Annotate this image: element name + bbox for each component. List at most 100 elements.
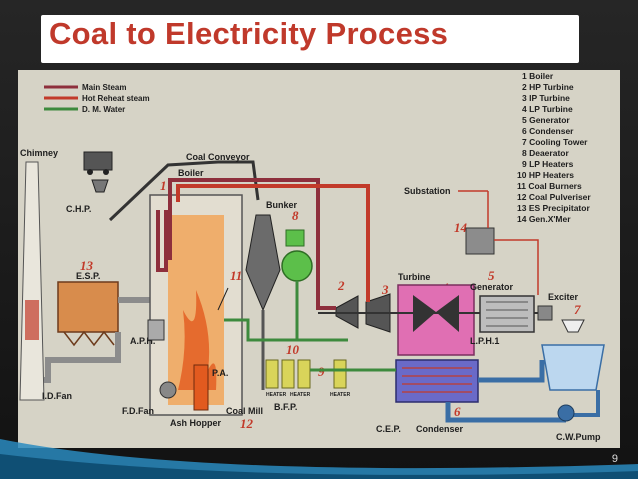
key-item-14: 14 Gen.X'Mer [517,214,571,224]
flue-gas-duct [44,332,121,383]
boiler-superheater-tubes [156,202,172,272]
key-item-2: 2 HP Turbine [522,82,574,92]
bunker-hopper [245,214,281,312]
chimney-label: Chimney [20,148,58,158]
steam-piping [168,178,370,342]
number-10: 10 [286,342,300,357]
key-item-4: 4 LP Turbine [522,104,573,114]
number-14: 14 [454,220,468,235]
key-item-8: 8 Deaerator [522,148,569,158]
cw-outlet-pipe [478,360,545,383]
title-bar [41,15,579,63]
number-2: 2 [337,278,345,293]
key-item-12: 12 Coal Pulveriser [517,192,591,202]
wagon-wheel-2 [103,169,109,175]
heater-tag-3: HEATER [330,392,351,398]
feed-heaters: 10 HEATER HEATER 9 HEATER B.F.P. [265,342,396,412]
generator-body [479,295,535,333]
main-steam-line [168,178,336,310]
pa-label: P.A. [212,368,228,378]
esp-unit [57,281,119,333]
boiler-label: Boiler [178,168,204,178]
coal-conveyor-belt [108,160,260,222]
cw-pump [557,404,575,422]
key-item-11: 11 Coal Burners [517,181,582,191]
deaerator-tank [281,250,313,282]
number-3: 3 [381,282,389,297]
chimney-flue [25,300,39,340]
generator-transformer [465,227,495,255]
air-preheater [147,319,165,341]
legend: Main Steam Hot Reheat steam D. M. Water [44,83,150,114]
chp-hopper [91,179,109,193]
cooling-tower-basin [541,344,605,391]
number-1: 1 [160,178,167,193]
esp-label: E.S.P. [76,271,100,281]
generator-group: 5 Generator Exciter [470,268,579,333]
cooling-tower: 7 [541,302,605,417]
key-item-5: 5 Generator [522,115,570,125]
legend-dm-water: D. M. Water [82,105,125,114]
hot-reheat-line [176,184,370,302]
legend-main-steam: Main Steam [82,83,126,92]
diagram-panel: Main Steam Hot Reheat steam D. M. Water … [18,70,620,448]
key-item-13: 13 ES Precipitator [517,203,590,213]
boiler-feed-line [224,318,318,342]
number-12: 12 [240,416,254,431]
coal-conveyor-label: Coal Conveyor [186,152,250,162]
exciter-unit [537,305,553,321]
slide-footer-swoosh [0,439,638,479]
chimney: Chimney [19,148,58,401]
lp-turbine-casing [397,284,475,356]
hp-heater-3 [297,359,311,389]
wagon-wheel-1 [87,169,93,175]
lp-heater [333,359,347,389]
coal-mill-label: Coal Mill [226,406,263,416]
condenser: L.P.H.1 6 C.E.P. Condenser C.W.Pump [376,336,601,442]
heater-tag-2: HEATER [290,392,311,398]
condenser-tubes [402,367,472,393]
turbines: Turbine 2 3 4 [318,272,538,356]
power-plant-diagram: Main Steam Hot Reheat steam D. M. Water … [19,71,605,442]
key-item-1: 1 Boiler [522,71,554,81]
chp-wagon [83,151,113,171]
lp-turbine-blades [413,295,459,332]
substation-label: Substation [404,186,451,196]
footer-wave-dark [0,454,638,479]
turbine-label: Turbine [398,272,430,282]
legend-hot-reheat: Hot Reheat steam [82,94,150,103]
coal-burners-pointer [217,287,229,311]
esp: 13 E.S.P. [44,258,161,383]
ash-hopper [193,364,209,411]
bunker-label: Bunker [266,200,298,210]
key-item-9: 9 LP Heaters [522,159,574,169]
key-item-10: 10 HP Heaters [517,170,574,180]
generator-windings [486,301,528,327]
number-8: 8 [292,208,299,223]
deaerator-head [285,229,305,247]
cw-inlet-pipe [445,402,566,423]
page-number: 9 [611,453,618,465]
heater-tag-1: HEATER [266,392,287,398]
bunker: Bunker 8 [245,200,299,390]
cw-pump-label: C.W.Pump [556,432,601,442]
lph1-label: L.P.H.1 [470,336,499,346]
chimney-stack [19,161,45,401]
cooling-tower-fan [561,319,585,333]
chp-label: C.H.P. [66,204,91,214]
transformer-link [487,191,539,295]
condenser-label: Condenser [416,424,464,434]
key-item-3: 3 IP Turbine [522,93,570,103]
number-13: 13 [80,258,94,273]
number-11: 11 [230,268,242,283]
substation: Substation 14 [404,186,539,295]
coal-handling: C.H.P. Coal Conveyor Boiler 1 [66,151,260,222]
esp-hoppers [63,330,115,347]
fd-fan [159,381,177,399]
exciter-label: Exciter [548,292,579,302]
ash-hopper-label: Ash Hopper [170,418,222,428]
number-5: 5 [488,268,495,283]
hp-heater-1 [265,359,279,389]
generator-label: Generator [470,282,514,292]
key-item-6: 6 Condenser [522,126,574,136]
